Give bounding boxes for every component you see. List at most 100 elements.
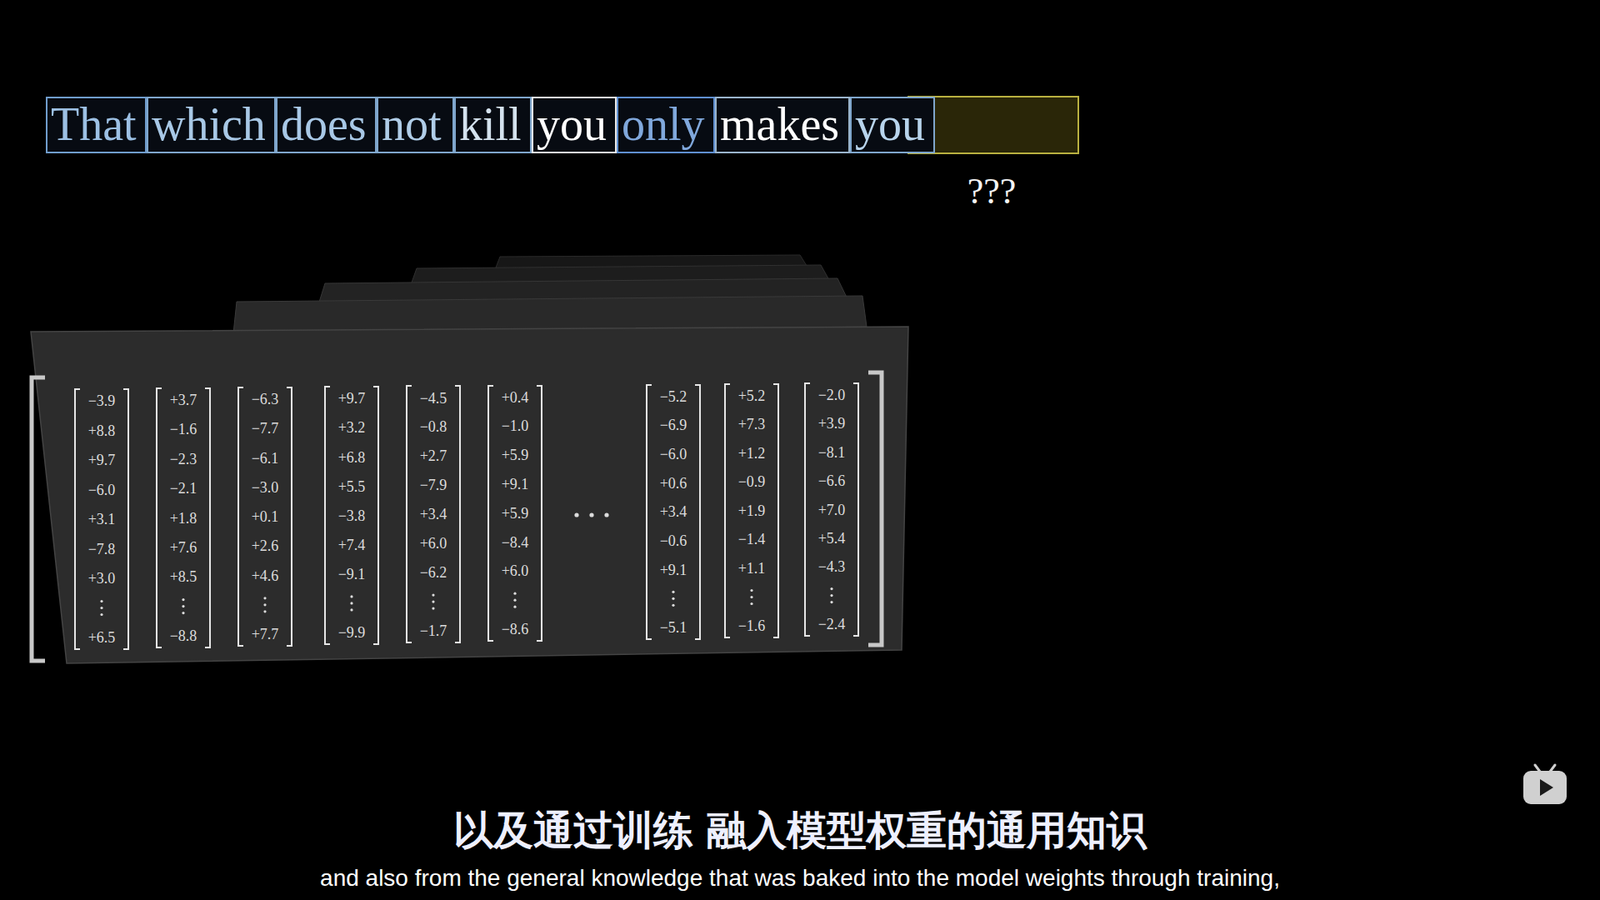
matrix-value: −3.0 [240, 478, 290, 497]
front-slab [30, 326, 909, 664]
matrix-value: −6.0 [648, 445, 699, 464]
matrix-value: +9.1 [648, 560, 699, 580]
matrix-value: +5.4 [806, 529, 857, 548]
matrix-value: +9.7 [326, 389, 377, 408]
matrix-value: +4.6 [240, 566, 290, 585]
matrix-value: −1.6 [726, 616, 777, 635]
matrix-value: −8.4 [490, 533, 540, 552]
matrix-value: +1.2 [726, 444, 777, 463]
matrix-value: +5.2 [726, 386, 777, 405]
matrix-value: +7.3 [726, 415, 777, 434]
matrix-value: −8.6 [490, 620, 540, 639]
matrix-value: +6.0 [408, 534, 459, 553]
matrix-value: +1.9 [726, 501, 777, 520]
matrix-value: +0.1 [240, 507, 290, 526]
matrix-value: +7.7 [240, 625, 290, 644]
column-bracket [325, 386, 379, 645]
matrix-value: −2.0 [806, 385, 857, 405]
ellipsis-dots [100, 512, 833, 616]
matrix-value: +8.8 [76, 421, 127, 440]
matrix-value: +5.9 [490, 504, 540, 523]
matrix-value: +7.0 [806, 500, 857, 520]
matrix-value: +3.1 [76, 510, 127, 529]
matrix-value: −1.4 [726, 530, 777, 549]
matrix-value: +7.6 [158, 538, 209, 557]
matrix-value: −2.1 [158, 479, 209, 498]
matrix-value: −5.1 [648, 618, 699, 637]
column-bracket [75, 389, 129, 650]
matrix-value: +6.0 [490, 561, 540, 580]
bilibili-icon [1523, 765, 1567, 805]
matrix-value: −0.9 [726, 472, 777, 491]
matrix-value: +5.5 [326, 477, 377, 496]
matrix-value: −2.3 [158, 450, 209, 469]
matrix-value: −6.0 [76, 480, 127, 500]
column-bracket [156, 388, 210, 648]
matrix-value: +1.8 [158, 509, 209, 528]
column-bracket [488, 385, 542, 641]
token-box: only [616, 96, 715, 154]
matrix-value: −7.9 [408, 475, 459, 495]
token-text: makes [716, 98, 845, 150]
matrix-value: +3.4 [408, 505, 459, 524]
matrix-value: +3.0 [76, 569, 127, 588]
column-brackets [75, 383, 859, 650]
column-bracket [238, 387, 292, 646]
matrix-value: −6.2 [408, 563, 459, 582]
token-box: does [275, 96, 377, 154]
matrix-stack [30, 255, 909, 664]
matrix-value: −4.5 [408, 389, 459, 408]
matrix-value: −2.4 [806, 615, 857, 634]
subtitle-english: and also from the general knowledge that… [0, 864, 1600, 893]
token-text: you [851, 98, 930, 150]
matrix-value: +8.5 [158, 567, 209, 586]
token-text: only [618, 98, 710, 150]
matrix-value: −7.7 [240, 419, 290, 438]
matrix-value: −8.8 [158, 626, 209, 645]
matrix-value: +0.6 [648, 474, 699, 493]
matrix-value: +9.7 [76, 450, 127, 470]
token-text: not [378, 98, 447, 150]
token-text: does [277, 98, 372, 150]
matrix-value: −6.1 [240, 449, 290, 468]
matrix-value: −5.2 [648, 387, 699, 406]
column-bracket [406, 385, 460, 643]
matrix-value: −0.8 [408, 417, 459, 436]
matrix-value: −3.8 [326, 506, 377, 525]
matrix-value: +3.7 [158, 390, 209, 410]
matrix-value: +7.4 [326, 535, 377, 555]
token-box: you [850, 96, 935, 154]
matrix-brackets [31, 372, 882, 661]
matrix-value: +2.7 [408, 446, 459, 465]
matrix-value: +0.4 [490, 388, 540, 407]
token-box: you [531, 96, 617, 154]
matrix-value: +9.1 [490, 475, 540, 494]
matrix-value: +5.9 [490, 445, 540, 465]
matrix-value: −1.0 [490, 416, 540, 435]
token-box: That [45, 96, 147, 154]
token-text: That [47, 98, 142, 150]
token-text: kill [455, 98, 527, 150]
matrix-bracket [868, 372, 882, 645]
matrix-value: +3.2 [326, 418, 377, 437]
token-box: makes [715, 96, 850, 154]
token-box: not [376, 96, 455, 154]
matrix-value: −9.1 [326, 565, 377, 584]
matrix-value: +6.8 [326, 448, 377, 467]
token-text: you [533, 98, 612, 150]
matrix-value: +2.6 [240, 536, 290, 555]
column-bracket [646, 385, 700, 640]
matrix-value: +6.5 [76, 628, 127, 647]
matrix-value: −7.8 [76, 540, 127, 559]
matrix-value: −1.6 [158, 420, 209, 439]
question-marks: ??? [941, 170, 1042, 213]
subtitle-chinese: 以及通过训练 融入模型权重的通用知识 [0, 805, 1600, 855]
token-text: which [148, 98, 271, 150]
matrix-value: −1.7 [408, 621, 459, 640]
matrix-value: −6.3 [240, 390, 290, 409]
token-box: which [146, 96, 276, 154]
matrix-value: +1.1 [726, 559, 777, 578]
column-bracket [805, 383, 859, 636]
matrix-value: −4.3 [806, 557, 857, 576]
token-box: kill [454, 96, 532, 154]
